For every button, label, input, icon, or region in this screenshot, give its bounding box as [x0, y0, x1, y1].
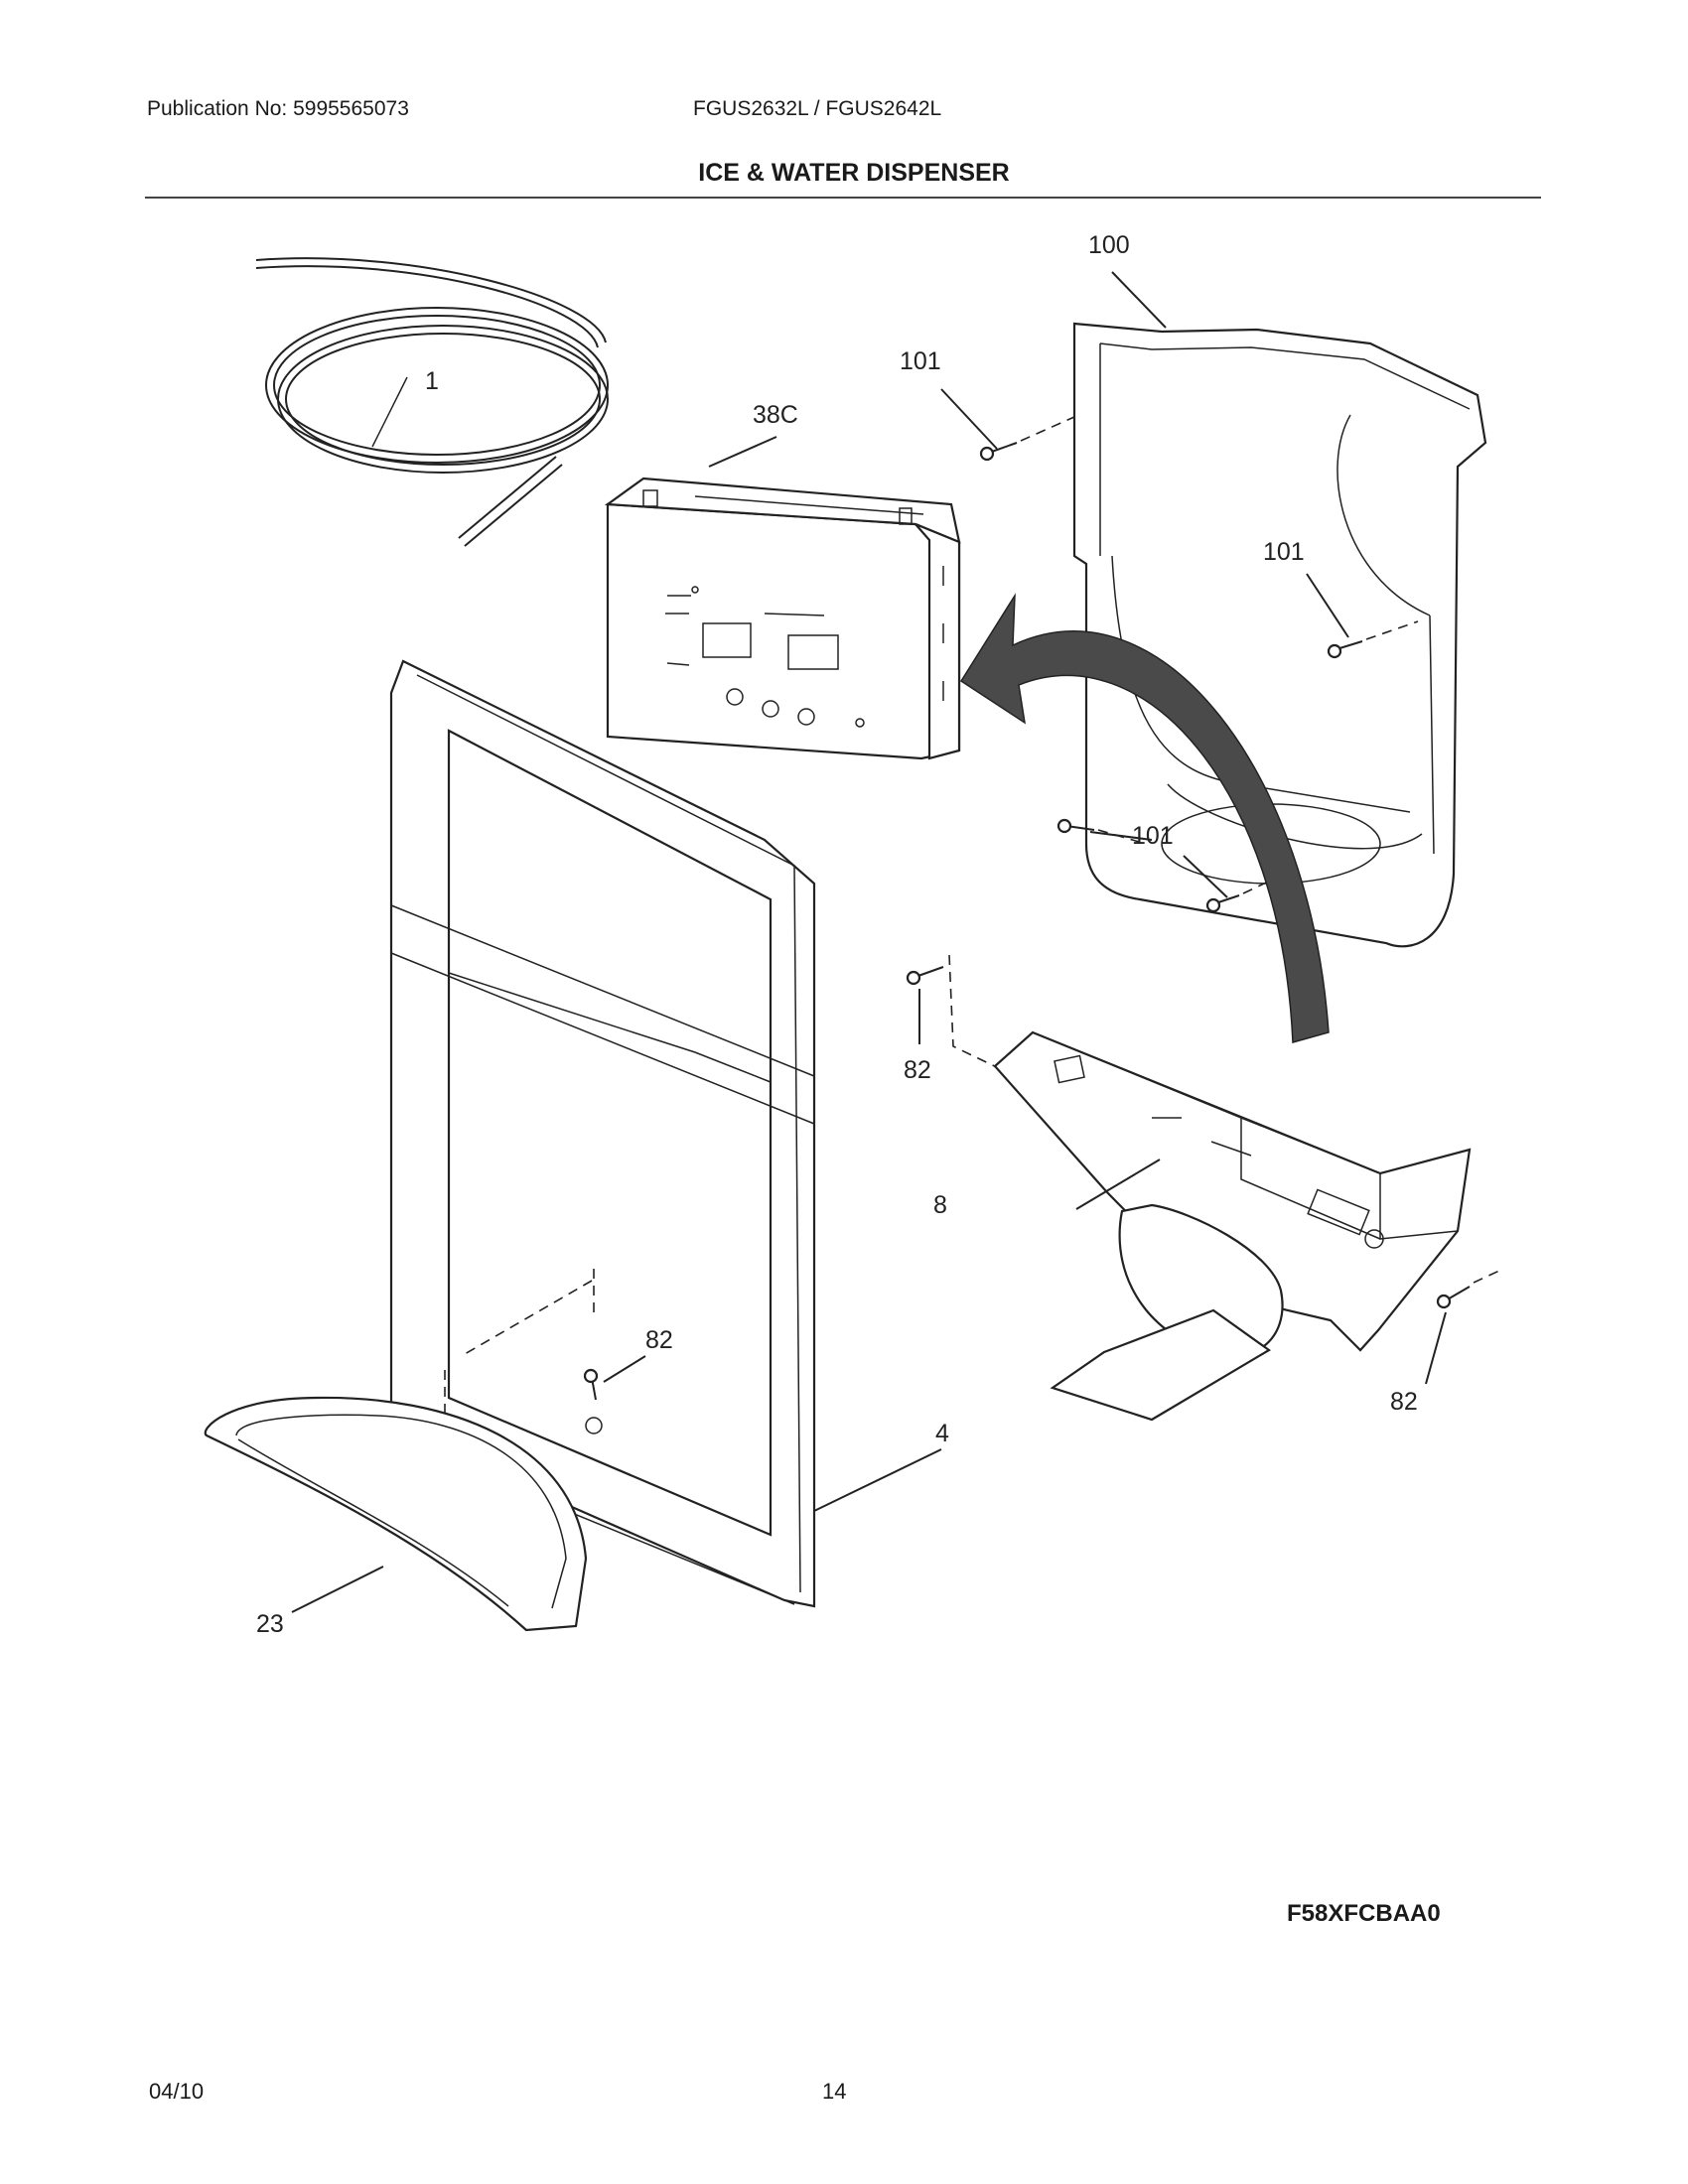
callout-101-top: 101 [900, 347, 941, 375]
revision-date: 04/10 [149, 2079, 205, 2104]
callout-82-upper: 82 [904, 1056, 931, 1084]
title-divider [145, 197, 1541, 199]
screws-101 [940, 388, 1419, 913]
callout-38c: 38C [753, 401, 798, 429]
callout-82-lower: 82 [645, 1326, 673, 1354]
part-23-drip-tray [204, 1396, 588, 1632]
page-number: 14 [822, 2079, 847, 2104]
part-8-dispenser-mechanism [993, 1030, 1472, 1422]
callout-82-right: 82 [1390, 1388, 1418, 1416]
screw-82-right [1425, 1270, 1500, 1385]
callout-8: 8 [933, 1191, 947, 1219]
assembly-arrow [959, 593, 1330, 1043]
model-numbers: FGUS2632L / FGUS2642L [693, 97, 942, 120]
screw-82-lower [444, 1355, 646, 1416]
callout-4: 4 [935, 1420, 949, 1447]
part-4-frame [389, 659, 942, 1608]
callout-100: 100 [1088, 231, 1130, 259]
publication-number: Publication No: 5995565073 [147, 97, 409, 120]
part-1-tubing-coil [255, 257, 609, 547]
figure-code: F58XFCBAA0 [1287, 1900, 1441, 1927]
callout-1: 1 [425, 367, 439, 395]
page-title: ICE & WATER DISPENSER [698, 159, 1010, 187]
callout-23: 23 [256, 1610, 284, 1638]
screw-82-upper [906, 954, 1004, 1071]
callout-101-right: 101 [1263, 538, 1305, 566]
callout-101-lower: 101 [1132, 822, 1174, 850]
part-38c-control-board [604, 436, 961, 760]
